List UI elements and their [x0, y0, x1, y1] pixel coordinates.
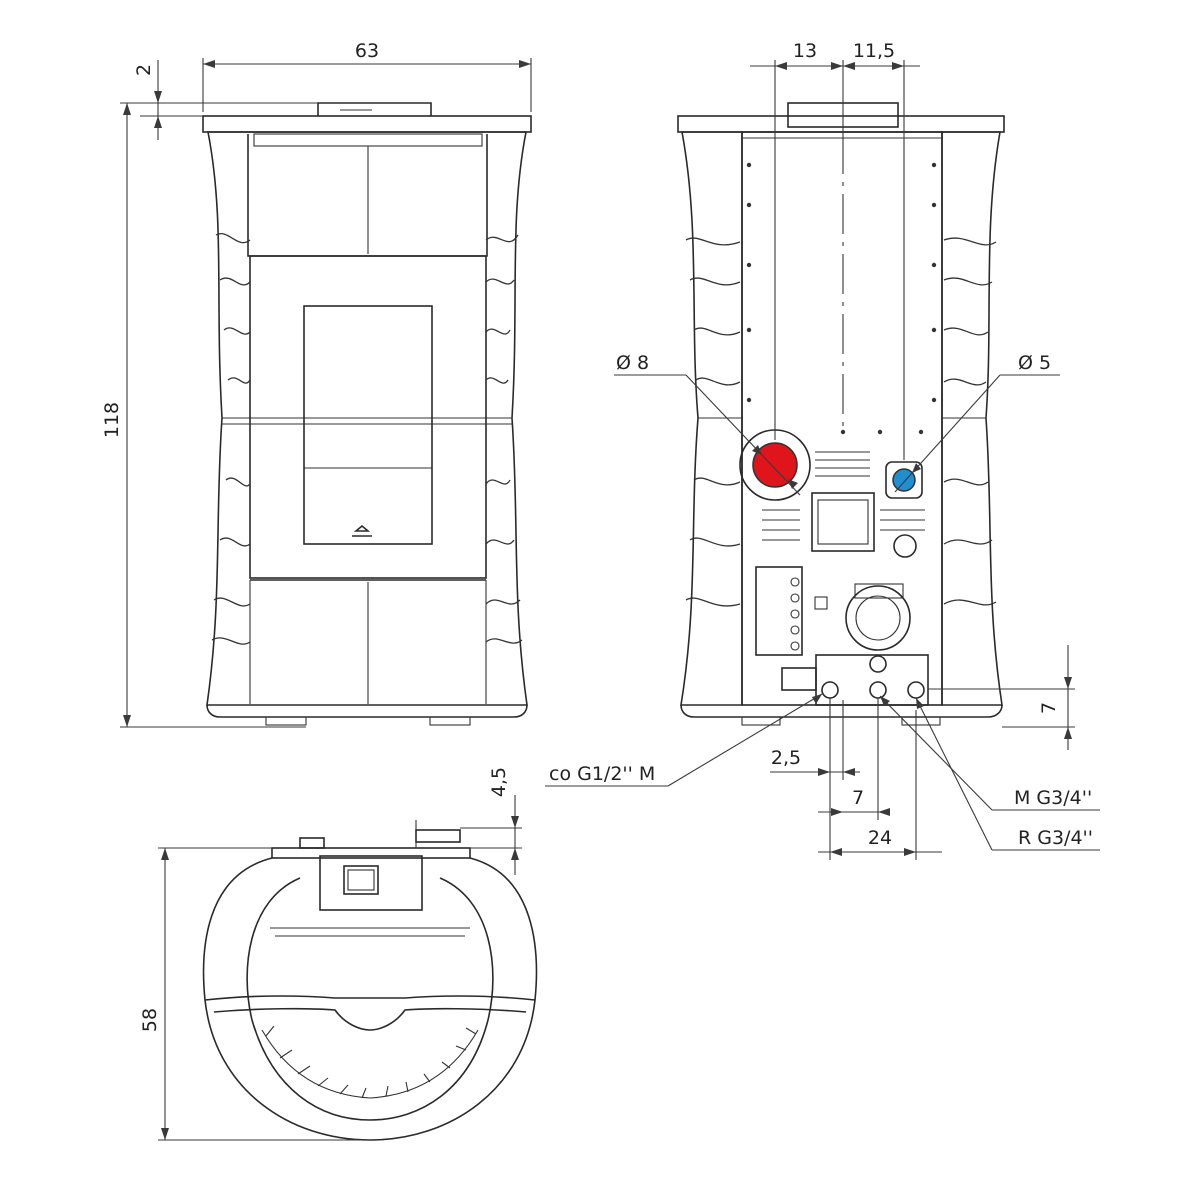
label-flue-diameter: Ø 8: [616, 352, 649, 374]
dim-connection-offset-a: 2,5: [771, 747, 801, 769]
front-dimensions: 63 2 118: [101, 40, 532, 728]
dim-top-plate: 2: [133, 64, 155, 76]
front-door: [249, 255, 487, 579]
dim-front-width: 63: [355, 40, 379, 62]
flue-outlet: [752, 442, 798, 488]
front-top-plate: [202, 115, 532, 133]
label-co-connection: co G1/2'' M: [549, 763, 655, 785]
dim-top-view-offset: 4,5: [488, 767, 510, 797]
dim-connection-offset-c: 24: [868, 827, 892, 849]
control-board: [755, 566, 803, 656]
rear-view: [677, 102, 1005, 726]
rear-dimensions: 13 11,5 Ø 8 Ø 5 7 2,5 7: [545, 40, 1100, 860]
rear-panel: [741, 131, 943, 706]
top-dimensions: 4,5 58: [139, 767, 522, 1141]
air-intake: [892, 468, 916, 492]
front-glass: [303, 305, 433, 545]
dim-height: 118: [101, 402, 123, 438]
top-view: [202, 820, 538, 1141]
dim-rear-offset-right: 11,5: [853, 40, 895, 62]
label-r-connection: R G3/4'': [1018, 827, 1093, 849]
rear-top-plate: [677, 115, 1005, 133]
dim-rear-offset-left: 13: [793, 40, 817, 62]
label-m-connection: M G3/4'': [1014, 787, 1092, 809]
label-air-intake-diameter: Ø 5: [1018, 352, 1051, 374]
dim-depth: 58: [139, 1008, 161, 1032]
circulation-pump: [845, 585, 911, 651]
air-intake-flange: [885, 461, 923, 499]
dim-connection-offset-b: 7: [852, 787, 864, 809]
top-control-panel: [319, 855, 423, 911]
dim-bottom-right-height: 7: [1038, 702, 1060, 714]
front-view: [202, 102, 532, 726]
front-top-cap: [317, 102, 432, 116]
